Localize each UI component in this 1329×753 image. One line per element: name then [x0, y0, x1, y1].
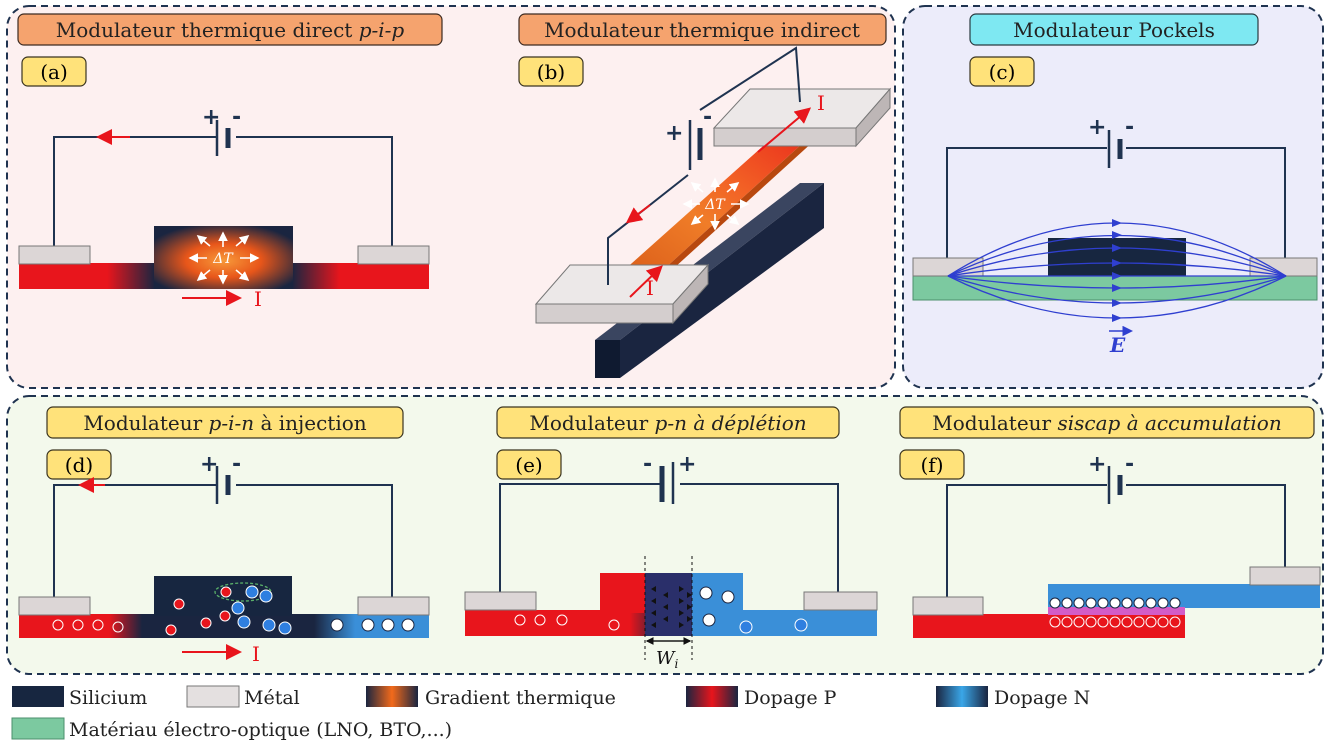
svg-text:(b): (b): [537, 60, 565, 84]
width-marker-e: Wi: [645, 637, 692, 671]
circuit-d: + -: [53, 452, 393, 598]
title-b: Modulateur thermique indirect: [544, 18, 860, 42]
current-label-d: I: [252, 642, 260, 666]
panel-def-frame: [6, 395, 1324, 675]
svg-text:(d): (d): [65, 453, 93, 477]
svg-text:I: I: [646, 276, 654, 300]
title-c-box: [969, 13, 1259, 46]
accumulated-holes-f: [1049, 616, 1181, 628]
metal-pad-right-d: [357, 596, 430, 616]
p-rail-right-a: [292, 263, 429, 289]
electrons-e: [699, 586, 808, 634]
svg-text:(f): (f): [920, 453, 943, 477]
svg-text:E: E: [1109, 333, 1126, 357]
svg-text:+: +: [202, 105, 220, 130]
title-b-box: [518, 13, 887, 46]
metal-pad-left-c: [912, 257, 984, 277]
title-d: Modulateur p-i-n à injection: [83, 411, 366, 435]
svg-text:-: -: [1125, 115, 1134, 140]
legend-label-p: Dopage P: [744, 687, 837, 709]
title-e: Modulateur p-n à déplétion: [529, 411, 806, 435]
circuit-e: - +: [499, 452, 839, 593]
svg-text:-: -: [1125, 452, 1134, 477]
svg-text:+: +: [200, 452, 218, 477]
silicon-waveguide-c: [1048, 238, 1186, 276]
tag-c: (c): [969, 56, 1035, 87]
legend: Silicium Métal Gradient thermique Dopage…: [11, 685, 1090, 741]
metal-pad-right-f: [1249, 566, 1321, 586]
tag-f: (f): [899, 449, 965, 480]
metal-pad-left-d: [18, 596, 91, 616]
legend-swatch-p: [686, 686, 738, 707]
title-c: Modulateur Pockels: [1013, 18, 1215, 42]
svg-text:(e): (e): [515, 453, 542, 477]
legend-label-silicium: Silicium: [69, 687, 147, 709]
field-arrowheads-c: [1112, 219, 1122, 322]
current-label-a: I: [254, 287, 262, 311]
tag-a: (a): [21, 56, 87, 87]
metal-pad-left-e: [464, 591, 537, 611]
holes-e: [514, 614, 620, 631]
p-layer-f: [913, 614, 1185, 638]
heater-strip-b: [613, 122, 826, 288]
svg-text:-: -: [703, 105, 712, 130]
legend-swatch-n: [936, 686, 988, 707]
circuit-c: + -: [946, 115, 1286, 259]
metal-pad-right-e: [803, 591, 878, 611]
circuit-f: + -: [946, 452, 1286, 597]
depletion-zone-e: [645, 573, 692, 636]
svg-text:(a): (a): [40, 60, 68, 84]
electrons-d: [231, 585, 415, 635]
legend-swatch-silicium: [12, 686, 64, 707]
svg-text:-: -: [232, 105, 241, 130]
depletion-bounds-e: [644, 556, 693, 660]
heat-arrows-b: [682, 177, 750, 231]
tag-e: (e): [496, 449, 562, 480]
svg-text:+: +: [678, 452, 696, 477]
circuit-b: + - I I: [607, 46, 825, 300]
svg-text:-: -: [643, 452, 652, 477]
legend-label-n: Dopage N: [994, 687, 1090, 709]
legend-swatch-eo: [11, 717, 65, 740]
title-a: Modulateur thermique direct p-i-p: [56, 18, 405, 42]
panel-ab-frame: [6, 5, 896, 389]
metal-pad-bottom-b: [534, 263, 710, 325]
title-e-box: [496, 406, 840, 439]
heat-arrows-a: [188, 231, 260, 285]
legend-swatch-gradient: [366, 686, 418, 707]
svg-text:-: -: [232, 452, 241, 477]
svg-text:+: +: [1088, 115, 1106, 140]
svg-text:+: +: [1088, 452, 1106, 477]
p-rail-left-a: [19, 263, 155, 289]
svg-text:+: +: [665, 121, 683, 146]
title-d-box: [46, 406, 404, 439]
oxide-layer-f: [1048, 607, 1185, 615]
circuit-a: + -: [53, 105, 393, 246]
depletion-charges-e: [651, 586, 692, 628]
metal-pad-left-a: [18, 245, 91, 265]
legend-label-metal: Métal: [244, 687, 300, 709]
accumulated-electrons-f: [1049, 597, 1181, 609]
title-a-box: [17, 13, 443, 46]
field-label-c: E: [1109, 325, 1133, 357]
svg-text:Wi: Wi: [656, 648, 679, 671]
metal-pad-left-f: [912, 596, 984, 616]
svg-text:(c): (c): [989, 60, 1016, 84]
legend-label-gradient: Gradient thermique: [425, 687, 616, 709]
tag-b: (b): [518, 56, 584, 87]
legend-label-eo: Matériau électro-optique (LNO, BTO,...): [69, 719, 452, 741]
svg-text:I: I: [817, 91, 825, 115]
tag-d: (d): [46, 449, 112, 480]
delta-t-b: ΔT: [704, 197, 726, 213]
p-rib-e: [600, 573, 648, 613]
delta-t-a: ΔT: [212, 251, 234, 267]
title-f-box: [899, 406, 1315, 439]
title-f: Modulateur siscap à accumulation: [932, 411, 1281, 435]
holes-d: [52, 586, 232, 636]
metal-pad-right-a: [357, 245, 430, 265]
legend-swatch-metal: [186, 685, 240, 708]
